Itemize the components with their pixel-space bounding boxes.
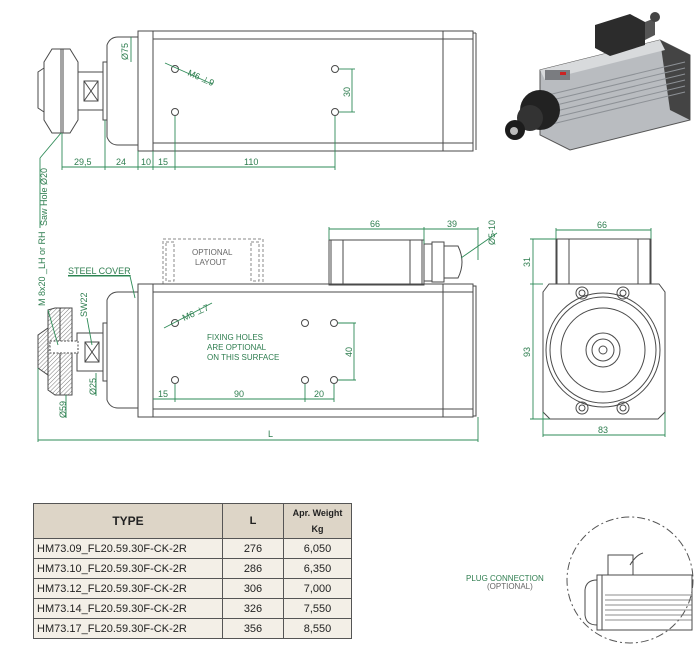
table-row: HM73.09_FL20.59.30F-CK-2R 276 6,050 [33, 538, 352, 559]
dim-d5-10: Ø5-10 [487, 220, 497, 245]
table-header-row: TYPE L Apr. Weight Kg [33, 503, 352, 539]
front-flange [137, 283, 154, 418]
dim-30: 30 [342, 87, 352, 97]
d59-label: Ø59 [58, 401, 68, 418]
spec-table: TYPE L Apr. Weight Kg HM73.09_FL20.59.30… [33, 503, 352, 639]
header-type: TYPE [33, 503, 223, 539]
dim-15: 15 [158, 157, 168, 167]
dim-66-front: 66 [597, 220, 607, 230]
dim-10: 10 [141, 157, 151, 167]
dim-90: 90 [234, 389, 244, 399]
dim-m6-side: M6 ⊥7 [181, 302, 211, 322]
table-row: HM73.17_FL20.59.30F-CK-2R 356 8,550 [33, 618, 352, 639]
dim-29-5: 29,5 [74, 157, 92, 167]
nose-housing [106, 291, 139, 409]
saw-hole-label: Saw Hole Ø20 [39, 168, 49, 226]
table-row: HM73.10_FL20.59.30F-CK-2R 286 6,350 [33, 558, 352, 579]
dim-L: L [268, 429, 273, 439]
cell-type: HM73.12_FL20.59.30F-CK-2R [33, 578, 223, 599]
motor-3d-render [505, 12, 691, 151]
plug-connection-detail: PLUG CONNECTION (OPTIONAL) [466, 516, 694, 644]
cell-weight: 7,000 [283, 578, 352, 599]
dim-24: 24 [116, 157, 126, 167]
thread-label: M 8x20 _LH or RH [37, 231, 47, 306]
wrench-flat [83, 80, 99, 102]
cell-l: 276 [222, 538, 284, 559]
cell-l: 286 [222, 558, 284, 579]
motor-body [152, 30, 474, 152]
front-housing [542, 283, 666, 420]
fixing-hole [171, 319, 179, 327]
table-row: HM73.14_FL20.59.30F-CK-2R 326 7,550 [33, 598, 352, 619]
fixing-hole [330, 376, 338, 384]
cell-l: 326 [222, 598, 284, 619]
mounting-hole [331, 108, 339, 116]
cell-type: HM73.14_FL20.59.30F-CK-2R [33, 598, 223, 619]
header-weight-line1: Apr. Weight [292, 508, 343, 518]
dim-110: 110 [244, 157, 258, 167]
cell-type: HM73.09_FL20.59.30F-CK-2R [33, 538, 223, 559]
cell-weight: 8,550 [283, 618, 352, 639]
dim-15-side: 15 [158, 389, 168, 399]
cell-weight: 6,350 [283, 558, 352, 579]
optional-label-2: LAYOUT [195, 258, 227, 267]
cell-l: 306 [222, 578, 284, 599]
pulley-nose [37, 67, 45, 113]
fixing-hole [171, 376, 179, 384]
cell-l: 356 [222, 618, 284, 639]
dim-39: 39 [447, 219, 457, 229]
table-row: HM73.12_FL20.59.30F-CK-2R 306 7,000 [33, 578, 352, 599]
header-weight: Apr. Weight Kg [283, 503, 352, 539]
dim-93: 93 [522, 347, 532, 357]
fixing-note-3: ON THIS SURFACE [207, 353, 279, 362]
cell-type: HM73.17_FL20.59.30F-CK-2R [33, 618, 223, 639]
fixing-hole [330, 319, 338, 327]
fixing-note-2: ARE OPTIONAL [207, 343, 267, 352]
fixing-note-1: FIXING HOLES [207, 333, 263, 342]
dim-83: 83 [598, 425, 608, 435]
dim-66-side: 66 [370, 219, 380, 229]
steel-cover-label: STEEL COVER [68, 266, 131, 276]
cell-weight: 7,550 [283, 598, 352, 619]
dim-31: 31 [522, 257, 532, 267]
header-weight-line2: Kg [311, 524, 324, 534]
fixing-hole [301, 376, 309, 384]
optional-label-1: OPTIONAL [192, 248, 233, 257]
dim-40: 40 [344, 347, 354, 357]
plug-title: PLUG CONNECTION [466, 574, 544, 583]
cell-type: HM73.10_FL20.59.30F-CK-2R [33, 558, 223, 579]
header-l: L [222, 503, 284, 539]
motor-body [152, 283, 474, 418]
mounting-hole [171, 108, 179, 116]
cell-weight: 6,050 [283, 538, 352, 559]
dim-20: 20 [314, 389, 324, 399]
fixing-hole [301, 319, 309, 327]
mounting-hole [331, 65, 339, 73]
dim-m6-top: M6 ⊥9 [186, 68, 216, 88]
pulley [43, 48, 79, 134]
front-view: 66 31 93 83 [522, 220, 666, 437]
front-flange [137, 30, 154, 152]
side-view: OPTIONAL LAYOUT [37, 219, 498, 442]
plug-subtitle: (OPTIONAL) [487, 582, 533, 591]
connector-box-front [555, 238, 652, 285]
dim-d75: Ø75 [120, 43, 130, 60]
d25-label: Ø25 [88, 378, 98, 395]
top-view: Ø75 M6 ⊥9 30 29,5 24 10 15 110 Saw Hole … [37, 30, 477, 228]
sw22-label: SW22 [79, 292, 89, 317]
cable-gland [423, 243, 433, 282]
